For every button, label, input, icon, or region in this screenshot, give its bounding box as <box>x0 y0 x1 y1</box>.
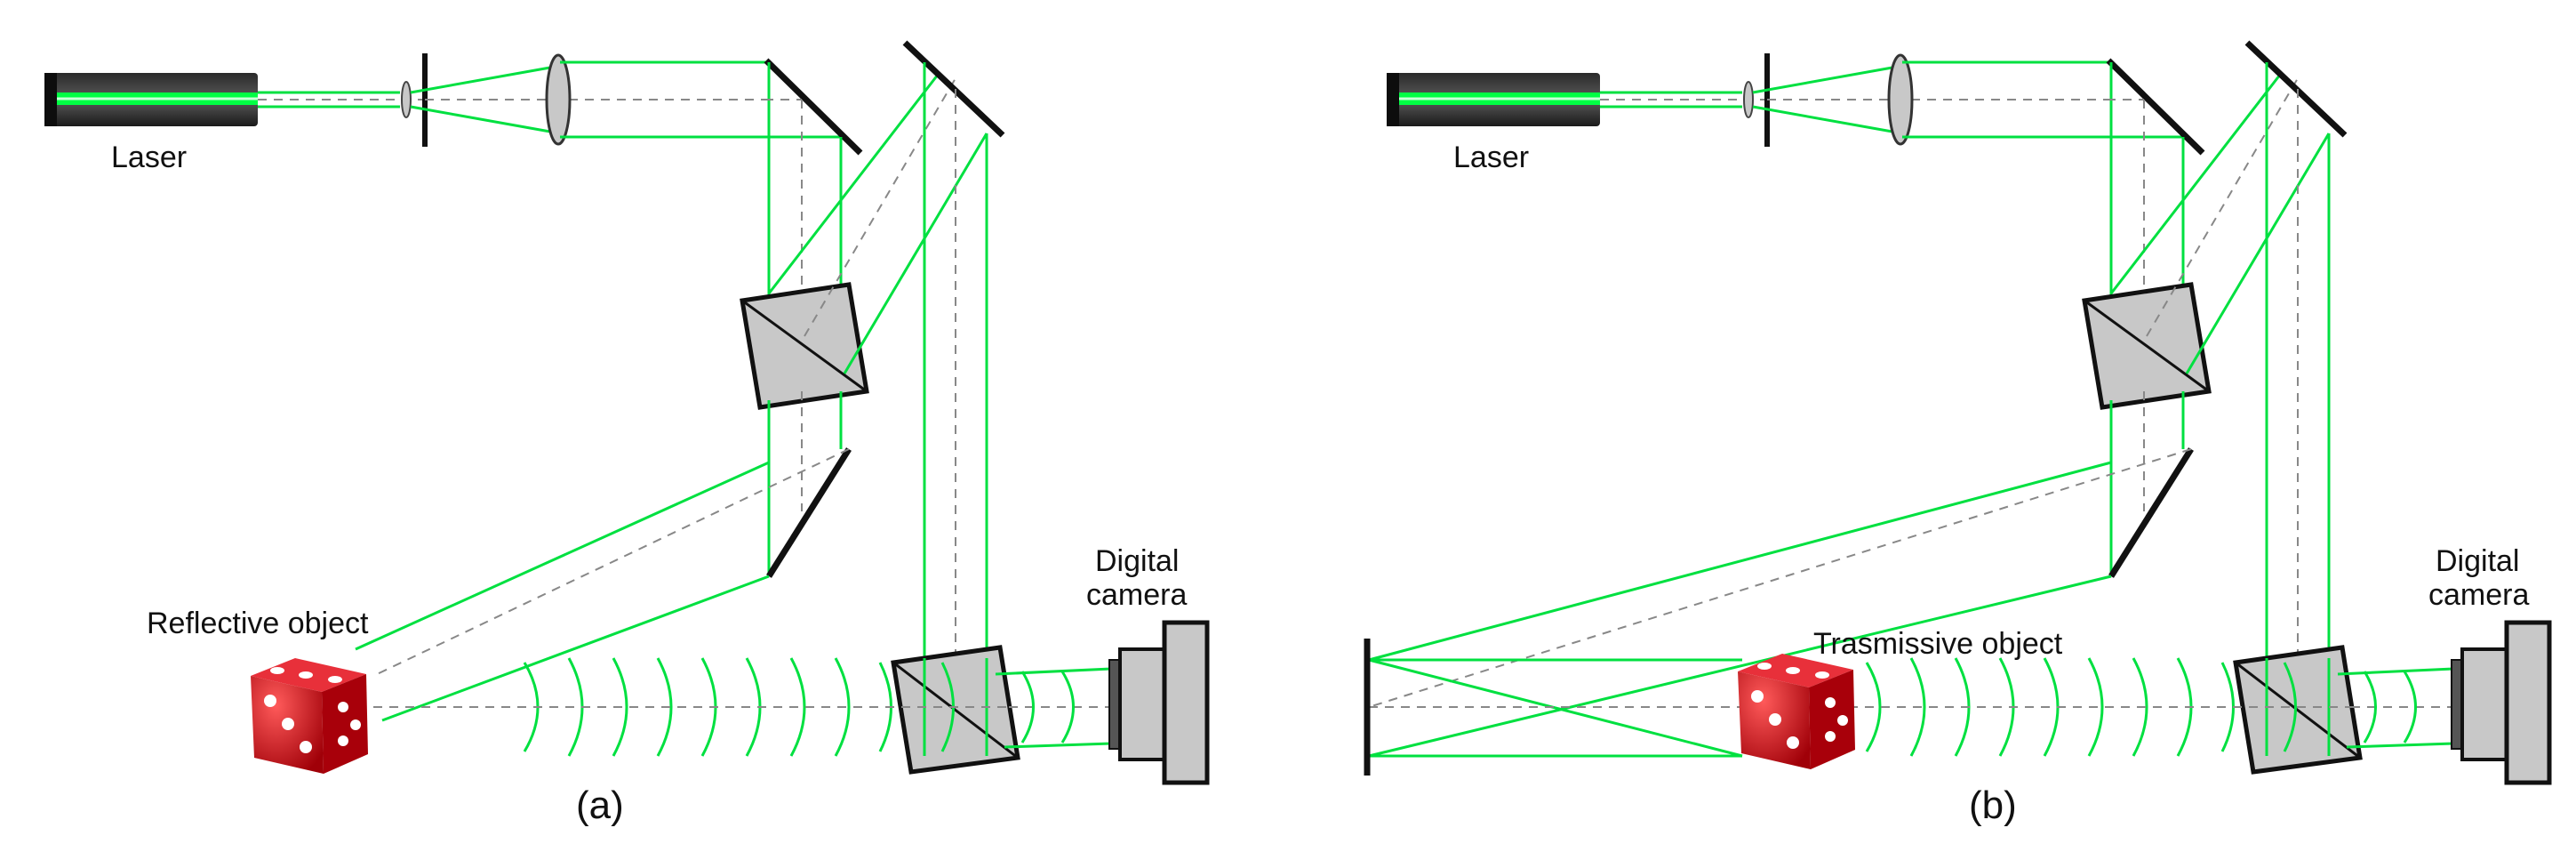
camera-label-a-line1: Digital <box>1095 544 1179 578</box>
object-label-a: Reflective object <box>147 607 369 640</box>
laser-label-a: Laser <box>111 141 187 174</box>
object-beam-a <box>355 461 770 651</box>
reflective-object-dice <box>251 658 368 774</box>
camera-label-b-line1: Digital <box>2436 544 2519 578</box>
camera-label-a-line2: camera <box>1086 578 1187 612</box>
transmissive-object-dice <box>1738 654 1855 769</box>
caption-a: (a) <box>576 784 624 827</box>
panel-b: Laser Trasmissive object Digital camera … <box>1364 43 2549 827</box>
camera-label-b-line2: camera <box>2428 578 2529 612</box>
caption-b: (b) <box>1969 784 2017 827</box>
panel-a: Laser Reflective object Digital camera (… <box>44 43 1207 827</box>
object-beam-b <box>1368 461 2112 662</box>
laser-label-b: Laser <box>1453 141 1529 174</box>
object-label-b: Trasmissive object <box>1813 627 2063 661</box>
